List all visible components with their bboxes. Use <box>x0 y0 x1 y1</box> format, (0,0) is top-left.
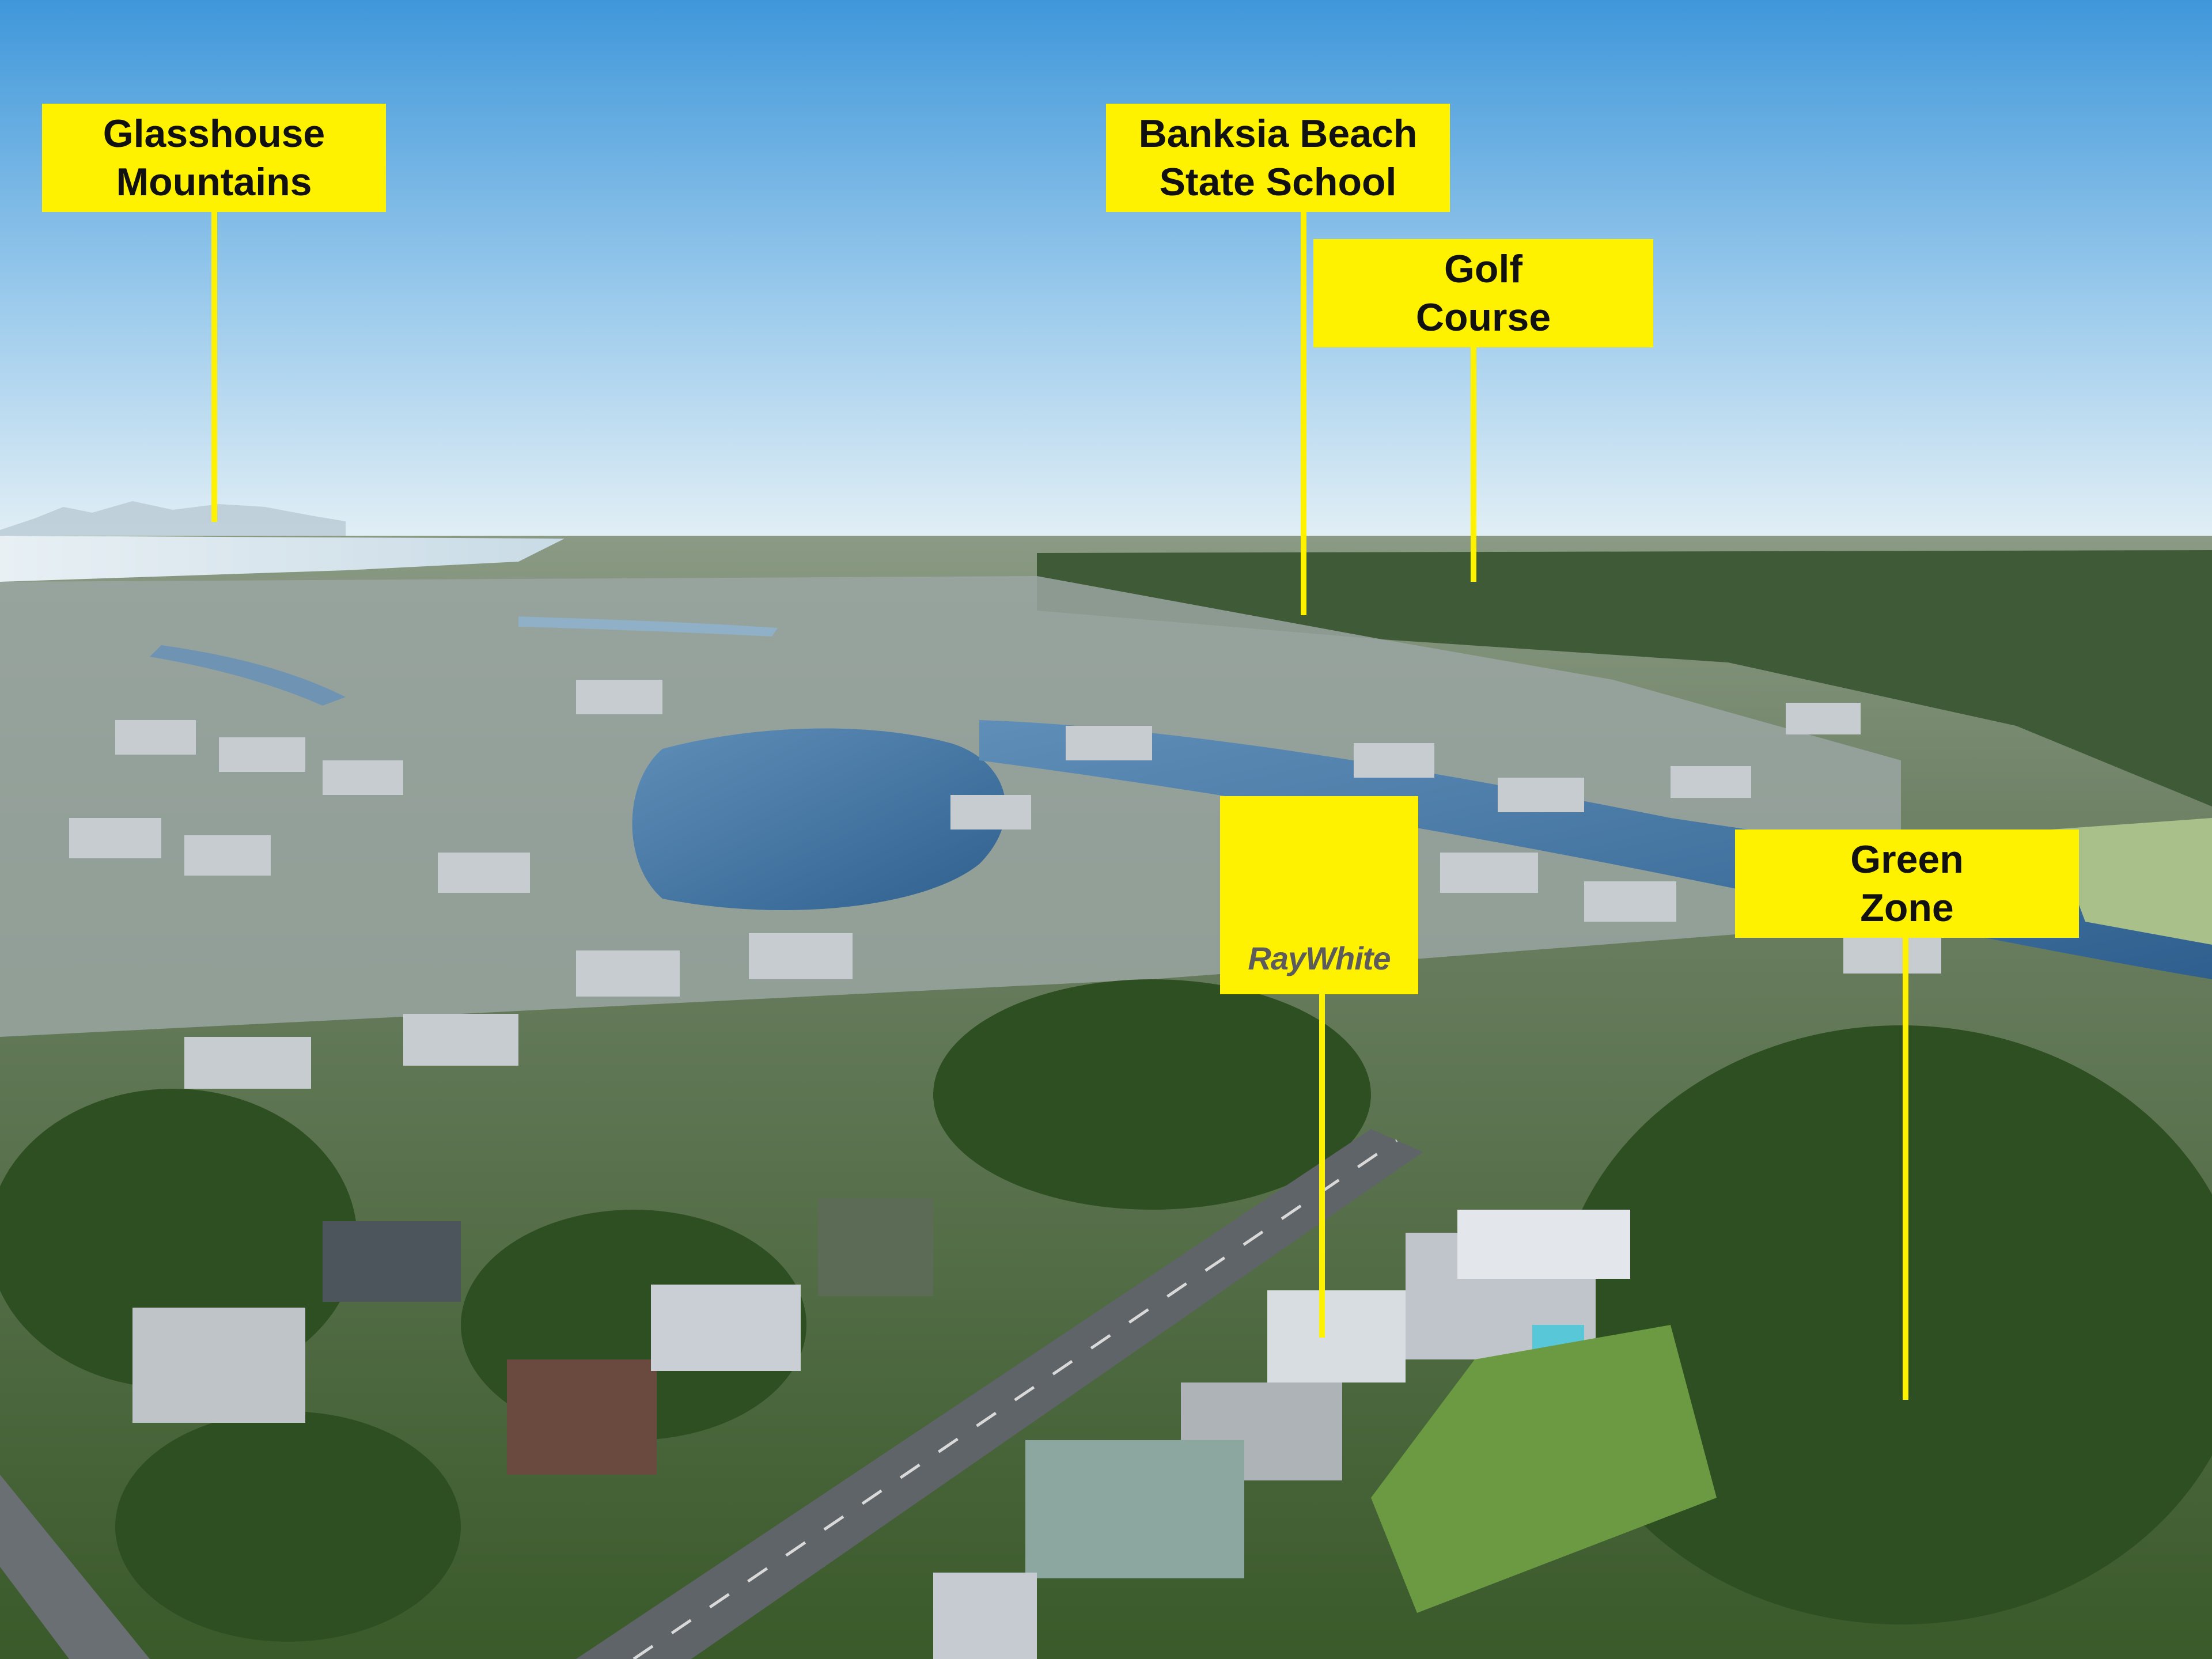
main-canal <box>632 728 1006 910</box>
foreground-houses <box>132 1198 1630 1659</box>
green-label-line1: Green <box>1850 838 1964 881</box>
north-canal <box>518 616 778 637</box>
raywhite-logo: RayWhite <box>1248 940 1391 976</box>
school-label-line2: State School <box>1159 160 1397 204</box>
banksia-beach-school-label: Banksia Beach State School <box>1106 104 1450 212</box>
road-markings <box>632 1139 1398 1659</box>
golf-label-line1: Golf <box>1444 247 1522 291</box>
bay-water <box>0 536 565 582</box>
glasshouse-label-line1: Glasshouse <box>103 112 325 156</box>
green-zone-pointer-line <box>1903 936 1908 1400</box>
glasshouse-pointer-line <box>211 212 217 522</box>
forest-belt <box>1037 550 2212 806</box>
glasshouse-label-line2: Mountains <box>116 160 312 204</box>
west-canal <box>150 645 346 706</box>
golf-pointer-line <box>1471 346 1476 582</box>
golf-course-label: Golf Course <box>1313 239 1653 347</box>
school-label-line1: Banksia Beach <box>1138 112 1418 156</box>
raywhite-property-marker: RayWhite <box>1220 796 1418 994</box>
main-road <box>576 1129 1423 1659</box>
open-park <box>2051 818 2212 945</box>
school-pointer-line <box>1301 212 1306 615</box>
green-label-line2: Zone <box>1860 886 1954 930</box>
lawn-lot <box>1371 1325 1717 1613</box>
property-pointer-line <box>1319 992 1325 1338</box>
distant-mountains <box>0 501 346 536</box>
house-roofs <box>69 680 1941 1089</box>
green-zone-label: Green Zone <box>1735 830 2079 938</box>
side-road <box>0 1475 150 1659</box>
glasshouse-mountains-label: Glasshouse Mountains <box>42 104 386 212</box>
golf-label-line2: Course <box>1415 296 1551 339</box>
sky <box>0 0 2212 553</box>
